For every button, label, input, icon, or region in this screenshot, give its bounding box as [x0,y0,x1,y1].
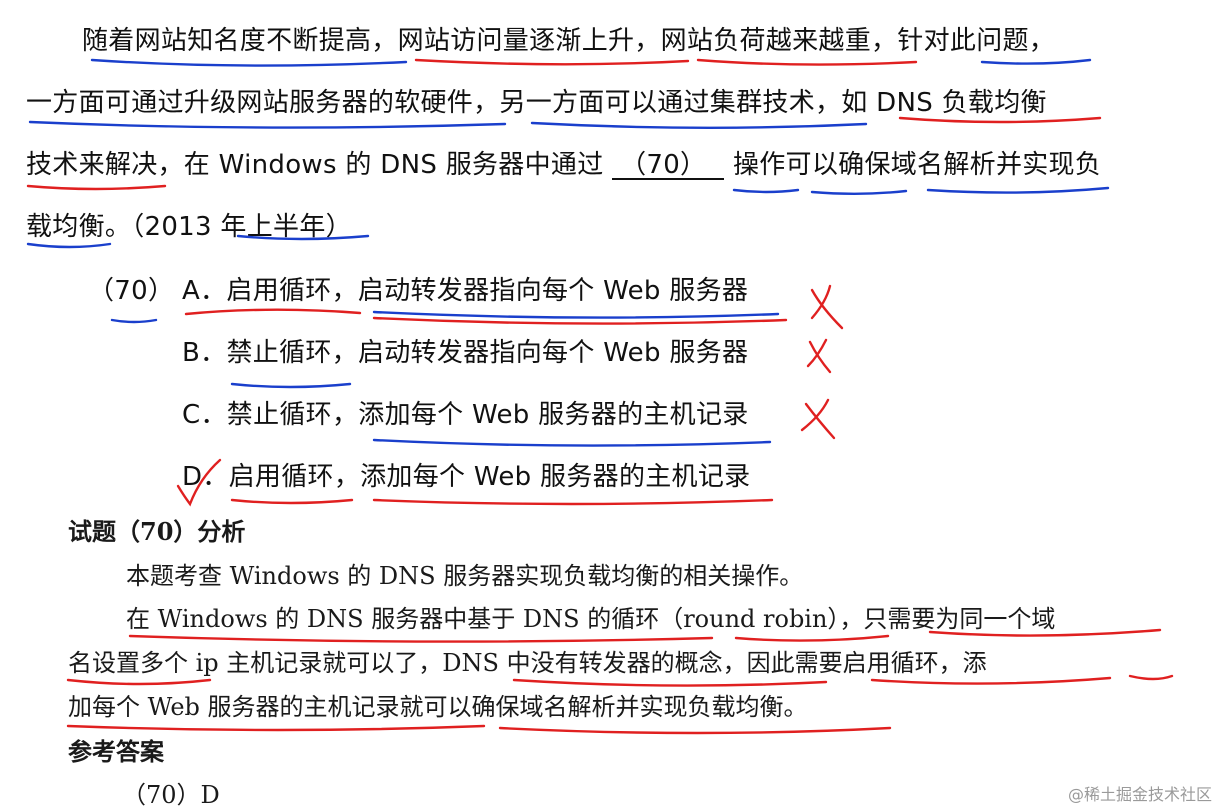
underline-red [230,498,354,505]
question-line-3-after: 操作可以确保域名解析并实现负 [732,150,1102,180]
underline-blue [372,310,780,319]
question-line-3-before: 技术来解决，在 Windows 的 DNS 服务器中通过 [26,150,604,180]
underline-blue [26,242,112,249]
underline-red [372,498,774,506]
option-d-text: 启用循环，添加每个 Web 服务器的主机记录 [228,462,751,492]
underline-blue [732,188,800,194]
analysis-line-2: 在 Windows 的 DNS 服务器中基于 DNS 的循环（round rob… [126,605,1056,633]
question-line-3: 技术来解决，在 Windows 的 DNS 服务器中通过 （70） 操作可以确保… [26,152,1101,180]
underline-red [870,676,1112,685]
option-c-text: 禁止循环，添加每个 Web 服务器的主机记录 [226,400,749,430]
option-c: C．禁止循环，添加每个 Web 服务器的主机记录 [182,402,749,428]
underline-blue [980,58,1092,65]
answer-blank: （70） [612,152,725,180]
underline-blue [372,438,772,447]
wrong-mark-icon [800,398,836,440]
underline-red [898,116,1102,124]
option-a: A．启用循环，启动转发器指向每个 Web 服务器 [182,278,748,304]
underline-red [184,308,362,316]
analysis-heading: 试题（70）分析 [68,517,246,546]
question-line-2: 一方面可通过升级网站服务器的软硬件，另一方面可以通过集群技术，如 DNS 负载均… [26,88,1047,118]
underline-blue [810,189,908,195]
underline-blue [110,318,158,324]
option-a-text: 启用循环，启动转发器指向每个 Web 服务器 [226,276,749,306]
underline-red [66,678,212,686]
underline-red [734,634,890,642]
option-b-label: B． [182,338,227,368]
underline-red [512,678,828,687]
option-c-label: C． [182,400,227,430]
option-b: B．禁止循环，启动转发器指向每个 Web 服务器 [182,340,748,366]
underline-red [1128,674,1174,681]
underline-red [128,634,714,643]
underline-red [372,316,788,325]
underline-blue [28,120,507,129]
question-line-4: 载均衡。（2013 年上半年） [26,212,352,242]
option-b-text: 禁止循环，启动转发器指向每个 Web 服务器 [226,338,749,368]
underline-red [26,184,167,191]
analysis-line-1: 本题考查 Windows 的 DNS 服务器实现负载均衡的相关操作。 [126,562,804,590]
watermark: @稀土掘金技术社区 [1067,785,1212,804]
wrong-mark-icon [806,338,832,374]
answer-heading: 参考答案 [68,737,164,766]
answer-value: （70）D [122,781,220,809]
underline-red [498,726,892,735]
question-line-1: 随着网站知名度不断提高，网站访问量逐渐上升，网站负荷越来越重，针对此问题， [82,26,1056,56]
underline-red [696,58,918,66]
underline-blue [90,58,408,67]
option-number: （70） [88,276,175,306]
underline-blue [926,186,1110,194]
analysis-line-3: 名设置多个 ip 主机记录就可以了，DNS 中没有转发器的概念，因此需要启用循环… [68,649,987,677]
wrong-mark-icon [810,284,844,330]
analysis-line-4: 加每个 Web 服务器的主机记录就可以确保域名解析并实现负载均衡。 [68,693,808,721]
underline-red [414,58,690,66]
option-d-label: D． [182,462,229,492]
underline-blue [530,121,868,129]
underline-red [66,724,486,732]
option-a-label: A． [182,276,227,306]
underline-blue [230,382,352,389]
option-d: D．启用循环，添加每个 Web 服务器的主机记录 [182,464,750,490]
